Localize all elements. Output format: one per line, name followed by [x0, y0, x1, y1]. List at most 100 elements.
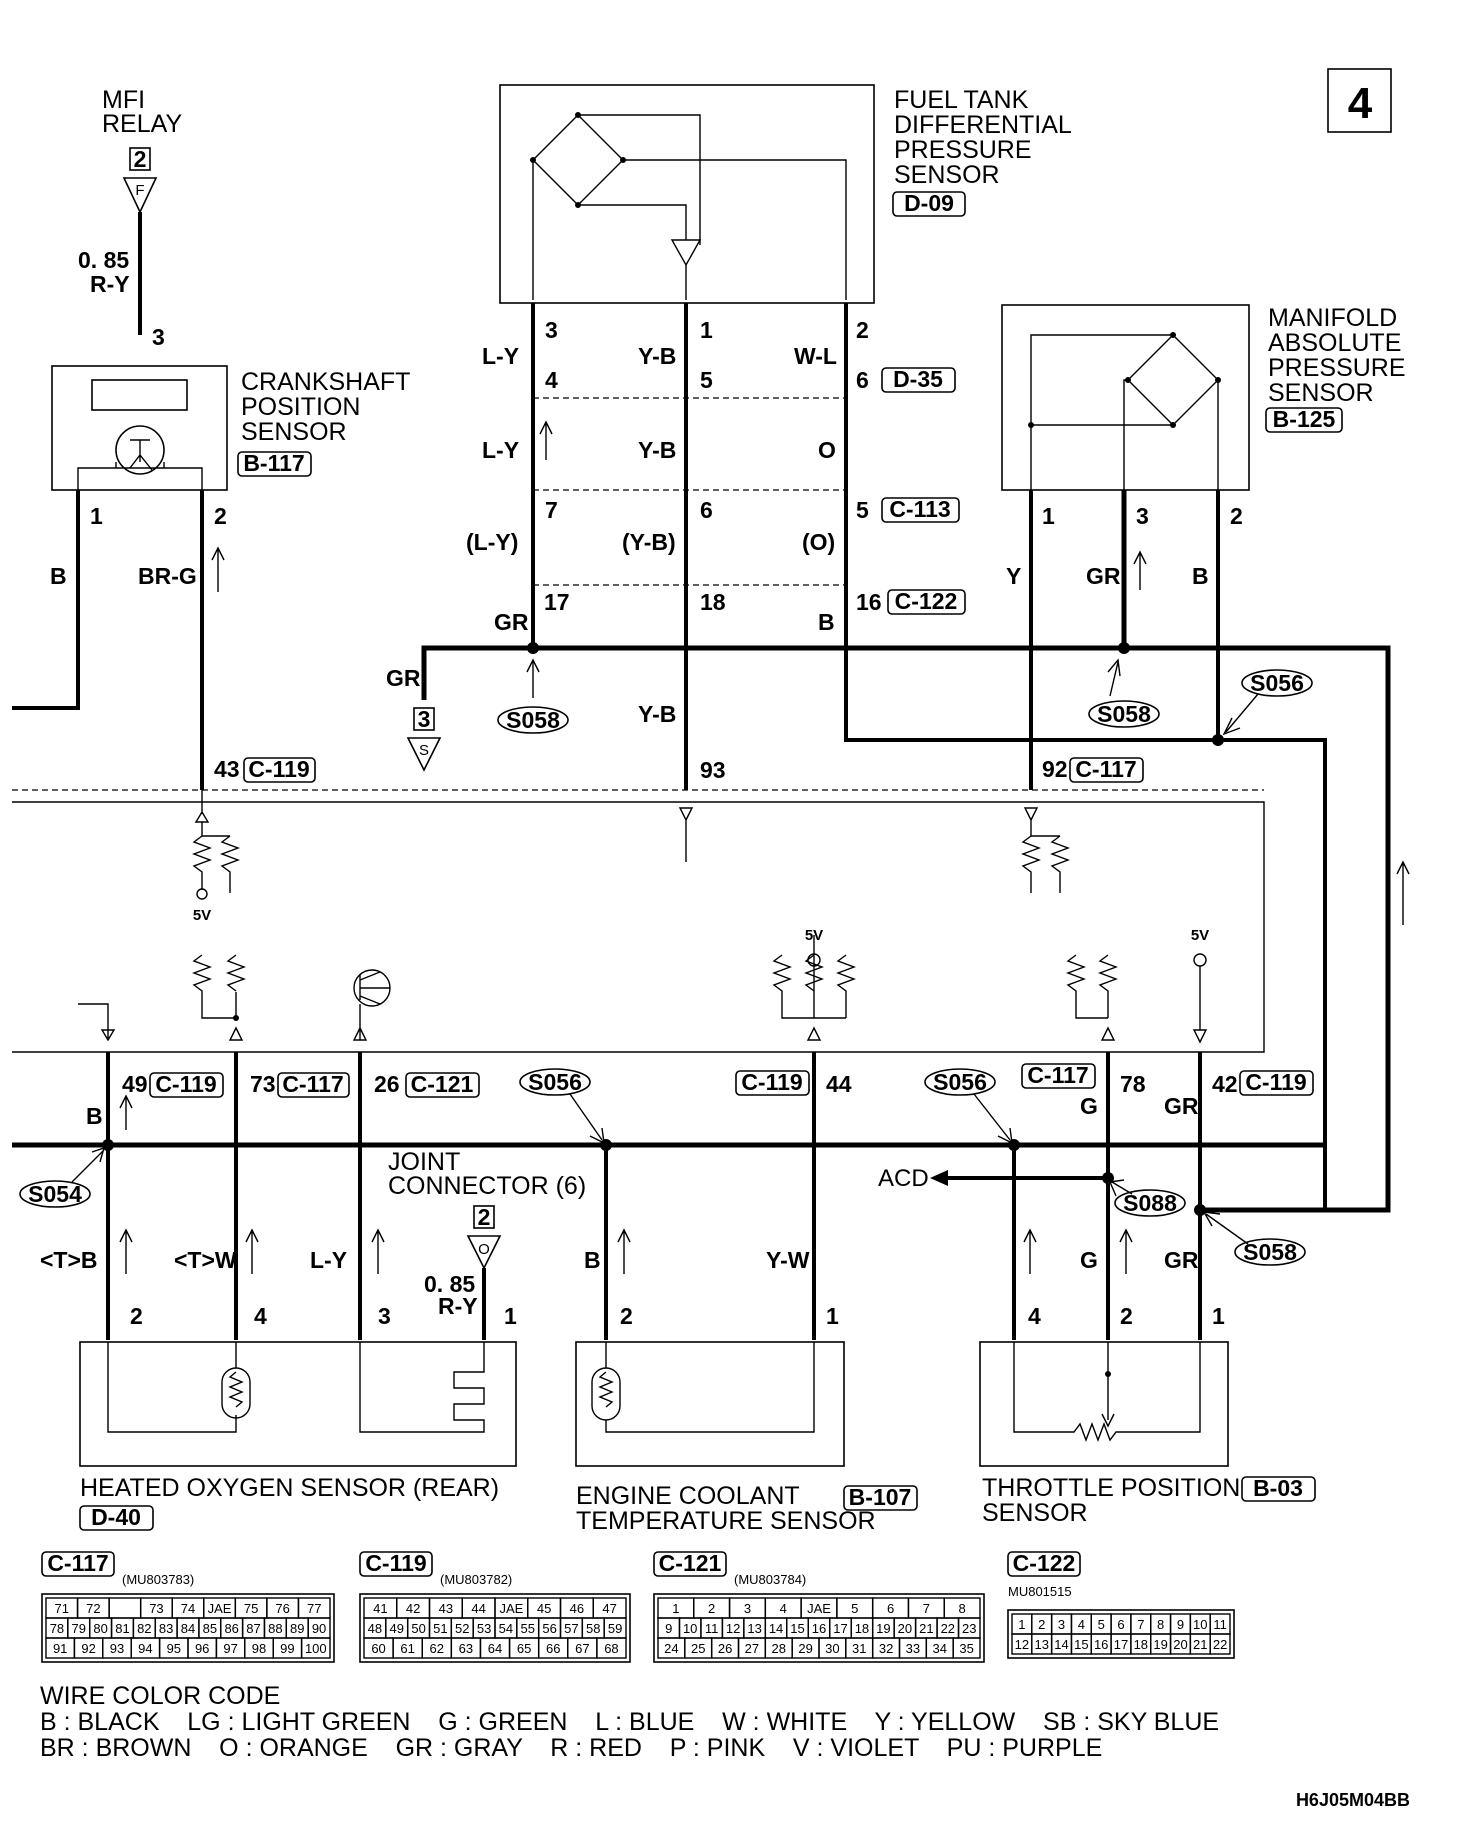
- svg-text:18: 18: [700, 589, 726, 615]
- svg-text:0. 85: 0. 85: [424, 1271, 475, 1297]
- connector-pin-number: 76: [275, 1601, 289, 1616]
- connector-pin-number: 97: [223, 1641, 237, 1656]
- connector-housing: [1007, 1609, 1235, 1659]
- joint-connector: JOINT CONNECTOR (6) 2 O 0. 85 R-Y: [388, 1148, 586, 1319]
- connector-pin-number: 32: [879, 1641, 893, 1656]
- svg-text:B-125: B-125: [1273, 406, 1336, 432]
- svg-text:2: 2: [620, 1303, 633, 1329]
- connector-label-box: [41, 1551, 115, 1577]
- svg-text:BR : BROWN O : ORANGE GR: BR : BROWN O : ORANGE GR : GRAY R : RED …: [40, 1734, 1102, 1762]
- svg-text:2: 2: [130, 1303, 143, 1329]
- connector-cavity: [1209, 1633, 1231, 1655]
- svg-text:2: 2: [214, 503, 227, 529]
- svg-text:SENSOR: SENSOR: [894, 161, 1000, 189]
- connector-pin-number: 60: [371, 1641, 385, 1656]
- svg-text:TEMPERATURE SENSOR: TEMPERATURE SENSOR: [576, 1507, 876, 1535]
- connector-pin-number: 95: [167, 1641, 181, 1656]
- connector-pin-number: 10: [1193, 1617, 1207, 1632]
- connector-pin-number: 89: [290, 1621, 304, 1636]
- connector-pin-number: 62: [430, 1641, 444, 1656]
- svg-text:(O): (O): [802, 529, 835, 555]
- svg-text:ACD: ACD: [878, 1165, 929, 1192]
- svg-text:GR: GR: [1086, 563, 1121, 589]
- svg-text:3: 3: [152, 324, 165, 350]
- connector-pin-number: 82: [137, 1621, 151, 1636]
- connector-pin-number: 75: [244, 1601, 258, 1616]
- connector-pin-number: 33: [906, 1641, 920, 1656]
- svg-text:GR: GR: [1164, 1247, 1199, 1273]
- svg-text:C-119: C-119: [248, 756, 309, 782]
- svg-text:D-40: D-40: [91, 1504, 141, 1530]
- svg-text:49: 49: [122, 1071, 148, 1097]
- svg-text:GR: GR: [386, 665, 421, 691]
- throttle-position-sensor: THROTTLE POSITION SENSOR B-03: [979, 1341, 1316, 1527]
- connector-pin-number: 93: [110, 1641, 124, 1656]
- svg-text:43: 43: [214, 756, 240, 782]
- connector-pin-number: 7: [923, 1601, 930, 1616]
- connector-pin-number: JAE: [807, 1601, 831, 1616]
- connector-pin-number: 22: [941, 1621, 955, 1636]
- svg-text:ABSOLUTE: ABSOLUTE: [1268, 329, 1401, 357]
- svg-text:F: F: [135, 182, 144, 199]
- svg-text:RELAY: RELAY: [102, 110, 182, 138]
- svg-text:S054: S054: [28, 1181, 82, 1207]
- svg-text:2: 2: [1230, 503, 1243, 529]
- connector-pin-number: JAE: [208, 1601, 232, 1616]
- connector-pin-number: 64: [488, 1641, 502, 1656]
- svg-text:S: S: [419, 742, 429, 759]
- svg-text:C-117: C-117: [282, 1071, 343, 1097]
- page-number-box: [1327, 68, 1392, 133]
- svg-text:THROTTLE POSITION: THROTTLE POSITION: [982, 1474, 1240, 1502]
- connector-pin-number: 78: [50, 1621, 64, 1636]
- connector-pin-number: 63: [459, 1641, 473, 1656]
- connector-pin-number: 8: [958, 1601, 965, 1616]
- heated-oxygen-sensor: HEATED OXYGEN SENSOR (REAR) D-40: [79, 1341, 517, 1531]
- svg-text:POSITION: POSITION: [241, 393, 360, 421]
- connector-pin-number: 21: [919, 1621, 933, 1636]
- svg-text:HEATED OXYGEN SENSOR (REAR): HEATED OXYGEN SENSOR (REAR): [80, 1474, 499, 1502]
- svg-text:5: 5: [700, 367, 713, 393]
- svg-text:ENGINE COOLANT: ENGINE COOLANT: [576, 1482, 800, 1510]
- connector-pin-number: 31: [852, 1641, 866, 1656]
- connector-pin-number: 90: [312, 1621, 326, 1636]
- connector-pin-number: 53: [477, 1621, 491, 1636]
- svg-text:1: 1: [90, 503, 103, 529]
- svg-text:L-Y: L-Y: [482, 343, 519, 369]
- svg-text:C-119: C-119: [155, 1071, 216, 1097]
- svg-text:1: 1: [700, 317, 713, 343]
- connector-pin-number: 29: [798, 1641, 812, 1656]
- connector-pin-number: 48: [368, 1621, 382, 1636]
- connector-pin-number: 3: [744, 1601, 751, 1616]
- svg-text:B-117: B-117: [243, 450, 304, 476]
- connector-pin-number: 20: [1173, 1637, 1187, 1652]
- svg-text:C-121: C-121: [411, 1071, 474, 1097]
- svg-text:C-113: C-113: [889, 496, 950, 522]
- svg-text:7: 7: [545, 497, 558, 523]
- svg-text:S056: S056: [1250, 670, 1304, 696]
- svg-text:2: 2: [1120, 1303, 1133, 1329]
- svg-text:2: 2: [478, 1204, 491, 1230]
- connector-pin-number: 13: [747, 1621, 761, 1636]
- connector-pin-number: 99: [280, 1641, 294, 1656]
- connector-pin-number: 43: [439, 1601, 453, 1616]
- connector-label: C-122: [1013, 1550, 1076, 1576]
- svg-text:C-119: C-119: [1245, 1069, 1306, 1095]
- connector-pin-number: 98: [252, 1641, 266, 1656]
- svg-text:44: 44: [826, 1071, 852, 1097]
- connector-pin-number: 67: [575, 1641, 589, 1656]
- connector-pin-number: 5: [1098, 1617, 1105, 1632]
- connector-pin-number: 35: [959, 1641, 973, 1656]
- crankshaft-position-sensor: CRANKSHAFT POSITION SENSOR B-117 1 2 B B…: [50, 365, 410, 783]
- svg-text:17: 17: [544, 589, 570, 615]
- connector-pin-number: 10: [683, 1621, 697, 1636]
- connector-pin-number: 100: [305, 1641, 327, 1656]
- svg-text:3: 3: [378, 1303, 391, 1329]
- connector-pin-number: 61: [400, 1641, 414, 1656]
- svg-text:CRANKSHAFT: CRANKSHAFT: [241, 368, 410, 396]
- svg-text:1: 1: [826, 1303, 839, 1329]
- connector-pin-number: 18: [855, 1621, 869, 1636]
- connector-pin-number: 52: [455, 1621, 469, 1636]
- connector-pin-number: 13: [1034, 1637, 1048, 1652]
